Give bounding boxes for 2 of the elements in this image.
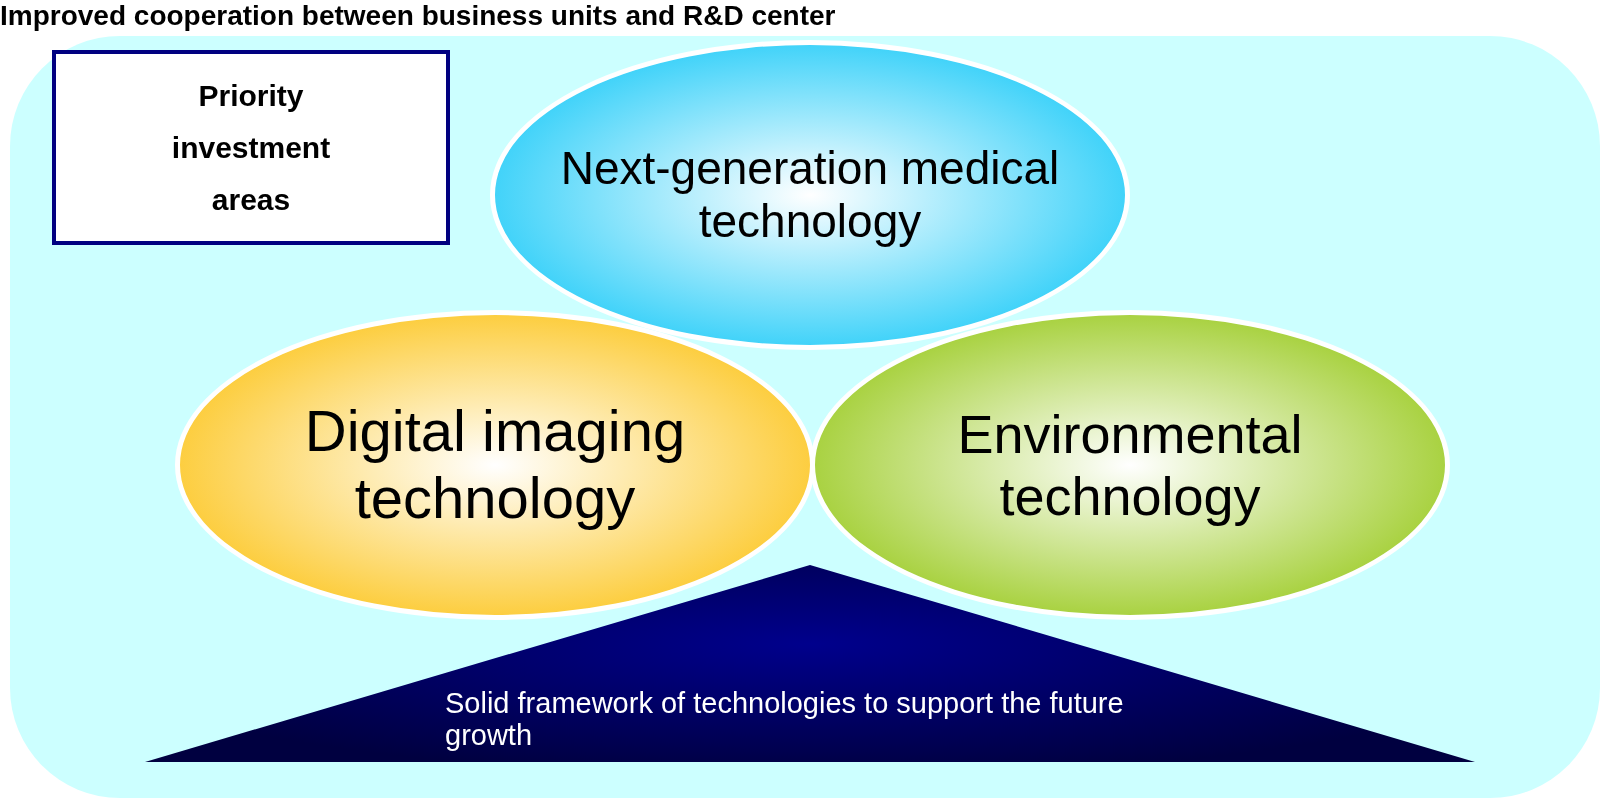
- heading-box: Priority investment areas: [52, 50, 450, 245]
- diagram-title: Improved cooperation between business units and R&D center: [0, 0, 836, 32]
